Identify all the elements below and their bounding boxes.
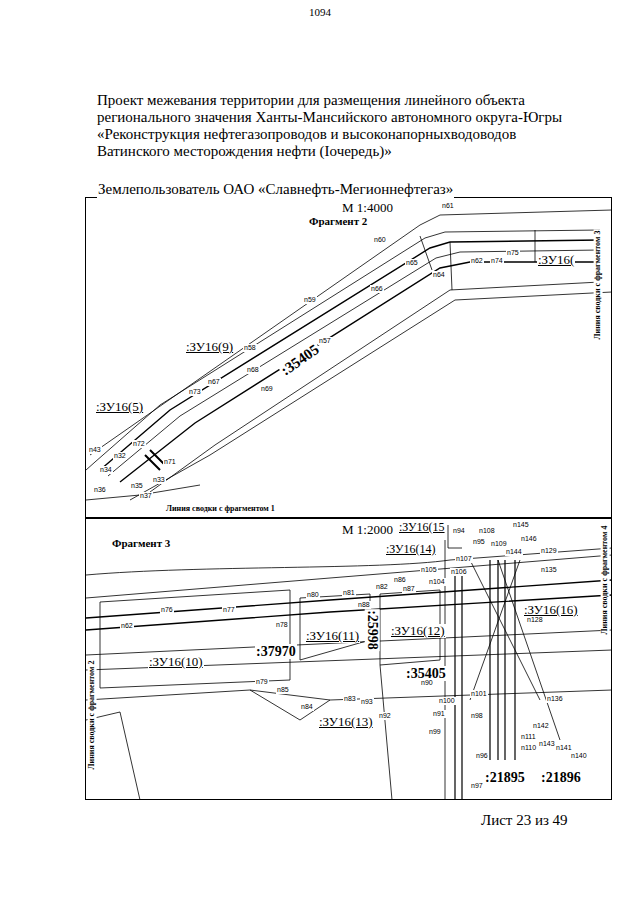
point-number: n67 [207,378,221,386]
document-title: Проект межевания территории для размещен… [97,92,587,160]
map-fragment-frame: М 1:4000Фрагмент 2 [85,197,612,518]
point-number: n36 [93,486,107,494]
cadastral-number: :37970 [255,644,297,659]
point-number: n60 [373,236,387,244]
point-number: n34 [99,466,113,474]
point-number: n33 [152,476,166,484]
point-number: n43 [88,446,102,454]
point-number: n146 [520,535,538,543]
point-number: n32 [113,452,127,460]
point-number: n62 [470,257,484,265]
point-number: n81 [342,589,356,597]
point-number: n109 [490,540,508,548]
point-number: n91 [432,710,446,718]
point-number: n83 [343,695,357,703]
point-number: n135 [540,566,558,574]
point-number: n75 [506,249,520,257]
point-number: n99 [428,728,442,736]
point-number: n71 [163,458,177,466]
point-number: n68 [246,366,260,374]
point-number: n128 [526,616,544,624]
point-number: n141 [555,744,573,752]
plot-label: :ЗУ16(14) [385,543,437,556]
point-number: n144 [505,548,523,556]
point-number: n86 [393,576,407,584]
point-number: n72 [132,440,146,448]
point-number: n92 [378,712,392,720]
point-number: n80 [306,591,320,599]
point-number: n98 [470,712,484,720]
plot-label: :ЗУ16(12) [390,624,446,638]
cadastral-number: :21895 [484,770,526,785]
point-number: n95 [472,538,486,546]
point-number: n104 [428,578,446,586]
point-number: n111 [520,733,537,741]
fragment-heading: Фрагмент 2 [308,215,368,227]
point-number: n58 [243,344,257,352]
point-number: n59 [303,296,317,304]
plot-label: :ЗУ16(11) [305,629,360,643]
scale-label: М 1:4000 [341,200,394,216]
plot-label: :ЗУ16(5) [95,400,144,414]
point-number: n76 [160,606,174,614]
point-number: n57 [318,337,332,345]
point-number: n129 [540,547,558,555]
plot-label: :ЗУ16(10) [148,655,204,669]
scale-label: М 1:2000 [341,522,394,538]
point-number: n107 [455,555,473,563]
point-number: n74 [490,257,504,265]
point-number: n94 [452,527,466,535]
page-note: Лист 23 из 49 [480,812,569,829]
point-number: n142 [532,722,550,730]
point-number: n82 [375,583,389,591]
point-number: n61 [441,202,455,210]
point-number: n79 [255,678,269,686]
point-number: n35 [130,482,144,490]
cadastral-number: :21896 [540,770,582,785]
point-number: n143 [538,740,556,748]
point-number: n78 [275,621,289,629]
point-number: n84 [300,703,314,711]
point-number: n108 [478,527,496,535]
cadastral-number: :35405 [277,340,323,379]
point-number: n77 [222,606,236,614]
plot-label: :ЗУ16(13) [318,715,374,729]
cadastral-number: :25998 [364,609,379,651]
page-note: Землепользователь ОАО «Славнефть-Мегионн… [97,181,454,198]
point-number: n96 [475,752,489,760]
point-number: n136 [546,695,564,703]
junction-line-note: Линия сводки с фрагментом 2 [88,660,97,771]
plot-label: :ЗУ16( [537,253,575,267]
plot-label: :ЗУ16(9) [185,340,234,354]
point-number: n66 [370,285,384,293]
fragment-heading: Фрагмент 3 [111,537,171,549]
point-number: n62 [120,622,134,630]
point-number: n64 [432,271,446,279]
point-number: n101 [470,690,488,698]
point-number: n73 [188,388,202,396]
point-number: n88 [357,601,371,609]
point-number: n97 [470,782,484,790]
point-number: n90 [420,679,434,687]
page-note: 1094 [308,6,332,18]
point-number: n140 [570,752,588,760]
point-number: n106 [450,568,468,576]
point-number: n85 [276,686,290,694]
point-number: n87 [402,585,416,593]
point-number: n145 [512,521,530,529]
point-number: n69 [260,385,274,393]
point-number: n105 [420,566,438,574]
junction-line-note: Линия сводки с фрагментом 1 [165,505,276,514]
point-number: n65 [405,259,419,267]
junction-line-note: Линия сводки с фрагментом 4 [601,525,610,636]
junction-line-note: Линия сводки с фрагментом 3 [594,230,603,341]
point-number: n93 [360,698,374,706]
point-number: n100 [438,697,456,705]
point-number: n110 [520,744,537,752]
point-number: n37 [139,492,153,500]
plot-label: :ЗУ16(15 [398,521,446,534]
